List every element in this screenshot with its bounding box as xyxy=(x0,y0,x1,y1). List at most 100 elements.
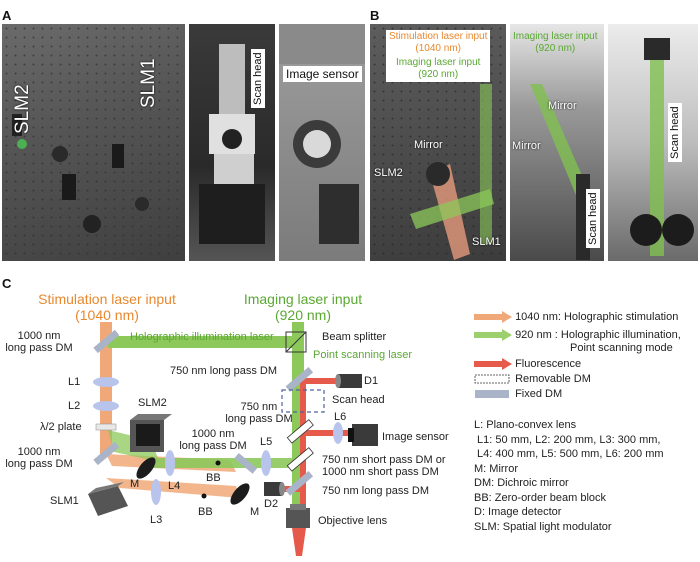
beam-fluor-vertical xyxy=(300,374,306,524)
label-lp-750-a: 750 nm long pass DM xyxy=(170,365,277,377)
removable-dm-swatch xyxy=(474,374,510,384)
beam-mid-horizontal xyxy=(148,458,298,468)
removable-dm-sp750 xyxy=(286,447,314,472)
lens-l1 xyxy=(93,377,119,387)
def-7: SLM: Spatial light modulator xyxy=(474,520,612,533)
label-lp-750-b-1: 750 nm xyxy=(240,401,278,413)
beam-img-horizontal xyxy=(108,336,304,348)
slm1-device xyxy=(88,482,128,516)
optical-schematic xyxy=(88,322,378,556)
photo-b-table: Stimulation laser input (1040 nm) Imagin… xyxy=(370,24,506,261)
label-lp-1000-mid: 1000 nm long pass DM xyxy=(168,428,258,452)
label-lp-1000-mid-2: long pass DM xyxy=(179,440,247,452)
panel-label-c: C xyxy=(2,276,12,291)
label-d2: D2 xyxy=(264,498,279,510)
label-lp-750-c: 750 nm long pass DM xyxy=(322,485,429,497)
dm-1000-mid xyxy=(234,452,258,474)
lens-l6 xyxy=(333,422,343,444)
photo-b-mirror2: Mirror xyxy=(548,100,577,112)
photo-b-stim-input-line2: (1040 nm) xyxy=(415,43,461,54)
stim-input-title: Stimulation laser input (1040 nm) xyxy=(22,291,192,323)
def-0: L: Plano-convex lens xyxy=(474,419,577,431)
arrow-icon-img xyxy=(474,329,512,341)
photo-b-stim-input-line1: Stimulation laser input xyxy=(389,31,488,42)
legend-item-fluor: Fluorescence xyxy=(474,358,582,371)
detector-d1 xyxy=(335,374,362,388)
optical-table-holes xyxy=(2,24,185,261)
photo-b-img-input2-line1: Imaging laser input xyxy=(513,31,598,42)
photo-a-sensor-tag: Image sensor xyxy=(283,66,362,82)
label-m2: M xyxy=(250,506,260,518)
label-m1: M xyxy=(130,478,140,490)
beam-img-input xyxy=(292,322,304,340)
beam-splitter-diag xyxy=(285,331,307,353)
label-lp-1000-bot: 1000 nm long pass DM xyxy=(4,446,74,470)
legend-item-img-label: 920 nm : Holographic illumination, xyxy=(515,329,681,341)
label-l4: L4 xyxy=(168,480,181,492)
label-lp-1000-bot-1: 1000 nm xyxy=(17,446,61,458)
img-input-title-nm: (920 nm) xyxy=(274,307,332,323)
removable-dm-750b xyxy=(286,419,314,444)
photo-b-scanhead-beam xyxy=(630,38,694,256)
label-l5: L5 xyxy=(260,436,273,448)
photo-b-img-input-line1: Imaging laser input xyxy=(395,57,481,68)
label-l2: L2 xyxy=(68,400,81,412)
legend-item-removable: Removable DM xyxy=(474,373,591,385)
label-lp-dm-1000-top-2: long pass DM xyxy=(5,342,73,354)
beam-block-1 xyxy=(215,460,221,466)
beam-stim-vertical xyxy=(100,322,112,454)
arrow-icon-stim xyxy=(474,311,512,324)
beam-splitter xyxy=(285,331,307,353)
dm-750-long-c xyxy=(285,471,314,496)
photo-b-img-input2: Imaging laser input (920 nm) xyxy=(510,30,601,56)
label-lp-1000-bot-2: long pass DM xyxy=(5,458,73,470)
legend-item-fixed: Fixed DM xyxy=(474,388,562,400)
photo-a-sensor: Image sensor xyxy=(279,24,365,261)
label-sp-750-1: 750 nm short pass DM or xyxy=(322,454,446,466)
photo-b-mirror: Imaging laser input (920 nm) Mirror Mirr… xyxy=(510,24,604,261)
objective-lens-device xyxy=(286,504,310,528)
label-lp-1000-mid-1: 1000 nm xyxy=(191,428,235,440)
label-lp-dm-1000-top: 1000 nm long pass DM xyxy=(4,330,74,354)
label-bb1: BB xyxy=(206,472,221,484)
dm-1000-bottom xyxy=(93,441,120,466)
legend-item-fluor-label: Fluorescence xyxy=(515,358,582,370)
beam-lower-stim xyxy=(106,478,240,498)
stim-input-title-text: Stimulation laser input xyxy=(38,291,176,307)
label-lp-750-b-2: long pass DM xyxy=(225,413,293,425)
microscope-sketch xyxy=(199,44,265,244)
label-holo-illum: Holographic illumination laser xyxy=(130,331,274,343)
label-slm2: SLM2 xyxy=(138,397,167,409)
panel-label-a: A xyxy=(2,8,12,23)
label-image-sensor: Image sensor xyxy=(382,431,449,443)
beam-output-cone xyxy=(292,528,306,556)
legend-item-stim-label: 1040 nm: Holographic stimulation xyxy=(515,311,679,323)
beam-fluor-sensor xyxy=(302,430,352,436)
label-halfwave: λ/2 plate xyxy=(40,421,82,433)
slm2-device xyxy=(130,414,172,452)
photo-b-img-input-line2: (920 nm) xyxy=(418,69,459,80)
photo-b-scanhead1: Scan head xyxy=(586,189,600,248)
def-5: BB: Zero-order beam block xyxy=(474,491,607,504)
label-bb2: BB xyxy=(198,506,213,518)
photo-b-slm2: SLM2 xyxy=(374,167,403,179)
detector-d2 xyxy=(264,482,285,496)
legend-item-stim: 1040 nm: Holographic stimulation xyxy=(474,311,679,324)
panel-label-b: B xyxy=(370,8,380,23)
label-sp-750-2: 1000 nm short pass DM xyxy=(322,466,439,478)
label-objective: Objective lens xyxy=(318,515,388,527)
def-3: M: Mirror xyxy=(474,462,518,475)
photo-a-scanhead: Scan head xyxy=(189,24,275,261)
label-l3: L3 xyxy=(150,514,163,526)
mirror-m1 xyxy=(136,457,156,479)
label-l6: L6 xyxy=(334,411,347,423)
legend-item-img: 920 nm : Holographic illumination, Point… xyxy=(474,329,681,355)
mirror-m2 xyxy=(230,483,250,505)
beam-fluor-d1 xyxy=(302,378,340,384)
photo-b-mirror3: Mirror xyxy=(512,140,541,152)
stim-input-title-nm: (1040 nm) xyxy=(75,307,139,323)
lens-l4 xyxy=(165,450,175,476)
image-sensor-device xyxy=(348,424,378,446)
img-input-title: Imaging laser input (920 nm) xyxy=(228,291,378,323)
label-point-scan: Point scanning laser xyxy=(313,349,413,361)
